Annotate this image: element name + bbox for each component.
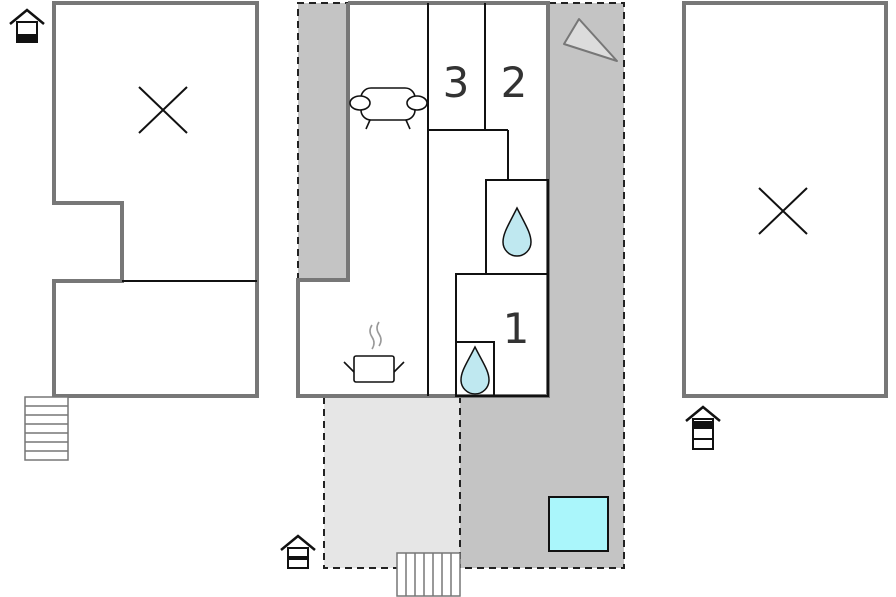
right-building-outline xyxy=(682,1,888,398)
water-drop-icon xyxy=(502,206,532,257)
center-outer-wall xyxy=(296,1,550,398)
terrace-boundary xyxy=(297,2,625,569)
room-2-label: 2 xyxy=(501,58,528,107)
interior-walls xyxy=(427,3,549,397)
compass-icon xyxy=(563,18,618,62)
center-building: 3 2 1 xyxy=(280,1,625,597)
terrace-top-right xyxy=(548,3,624,396)
left-building-outline xyxy=(52,1,259,398)
terrace-bottom-left xyxy=(324,396,460,568)
room-1-label: 1 xyxy=(503,304,530,353)
stairs-icon xyxy=(24,396,69,461)
terrace-left-strip xyxy=(298,3,348,280)
sofa-icon xyxy=(349,87,428,130)
right-building xyxy=(682,1,888,450)
pool-icon xyxy=(548,496,609,552)
stairs-icon xyxy=(396,552,461,597)
room-3-label: 3 xyxy=(443,58,470,107)
void-cross-icon xyxy=(138,86,188,134)
cooking-pot-icon xyxy=(343,321,405,383)
water-drop-icon xyxy=(460,345,490,395)
house-entrance-icon xyxy=(9,8,45,43)
house-entrance-icon xyxy=(685,405,721,450)
void-cross-icon xyxy=(758,187,808,235)
left-building xyxy=(9,1,259,461)
house-entrance-icon xyxy=(280,534,316,569)
